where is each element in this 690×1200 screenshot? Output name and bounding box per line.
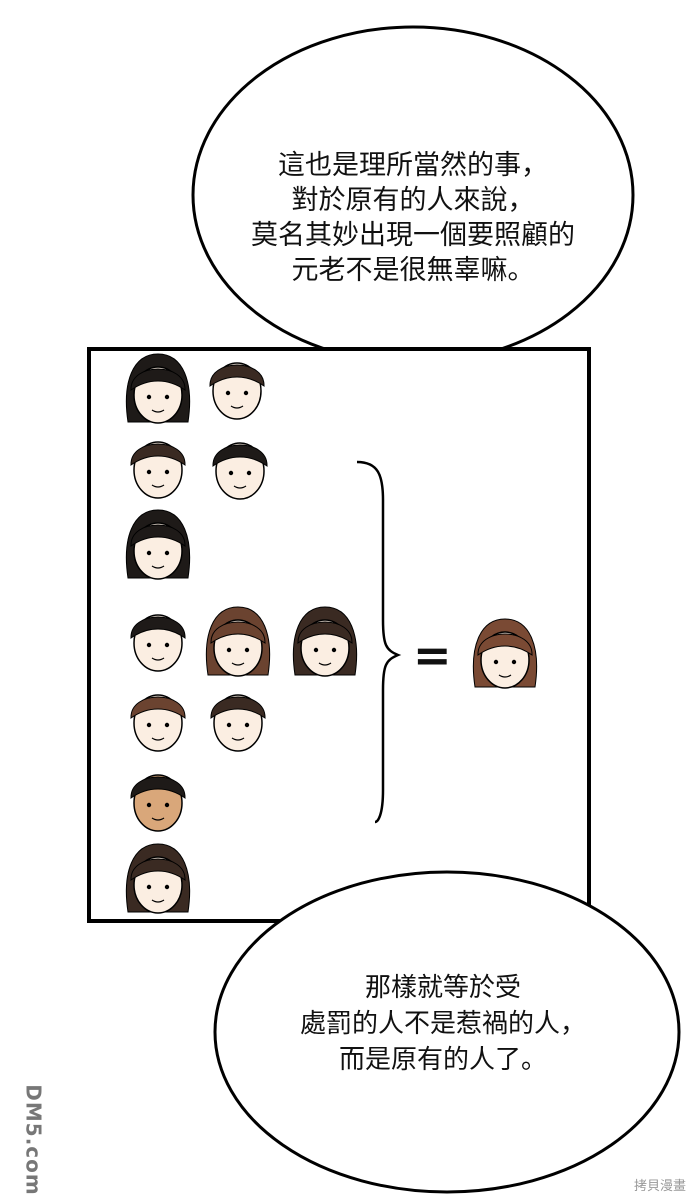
watermark-logo-left: DM5.com [21, 1084, 46, 1196]
character-face-icon [130, 774, 186, 832]
bubble-line: 對於原有的人來說， [291, 185, 535, 216]
bottom-speech-bubble [213, 870, 681, 1194]
character-face-icon [125, 353, 191, 424]
character-face-icon [292, 606, 358, 677]
character-face-icon [125, 509, 191, 580]
bubble-line: 處罰的人不是惹禍的人， [299, 1009, 586, 1039]
character-face-icon [209, 362, 265, 420]
character-face-icon [212, 442, 268, 500]
bubble-line: 而是原有的人了。 [338, 1045, 547, 1075]
equals-sign: = [413, 628, 452, 682]
faces-group [125, 353, 538, 914]
character-face-icon [472, 618, 538, 689]
bubble-line: 莫名其妙出現一個要照顧的 [251, 220, 575, 251]
watermark-right: 拷貝漫畫 [633, 1179, 686, 1194]
character-face-icon [210, 694, 266, 752]
bubble-line: 這也是理所當然的事， [278, 150, 548, 181]
curly-brace [356, 460, 402, 824]
character-face-icon [130, 441, 186, 499]
bubble-line: 元老不是很無辜嘛。 [291, 255, 535, 286]
top-bubble-text: 這也是理所當然的事， 對於原有的人來說， 莫名其妙出現一個要照顧的 元老不是很無… [213, 148, 613, 288]
bottom-bubble-text: 那樣就等於受 處罰的人不是惹禍的人， 而是原有的人了。 [258, 970, 628, 1078]
character-face-icon [130, 694, 186, 752]
character-face-icon [130, 614, 186, 672]
character-face-icon [125, 843, 191, 914]
bubble-line: 那樣就等於受 [364, 973, 521, 1003]
character-face-icon [205, 606, 271, 677]
